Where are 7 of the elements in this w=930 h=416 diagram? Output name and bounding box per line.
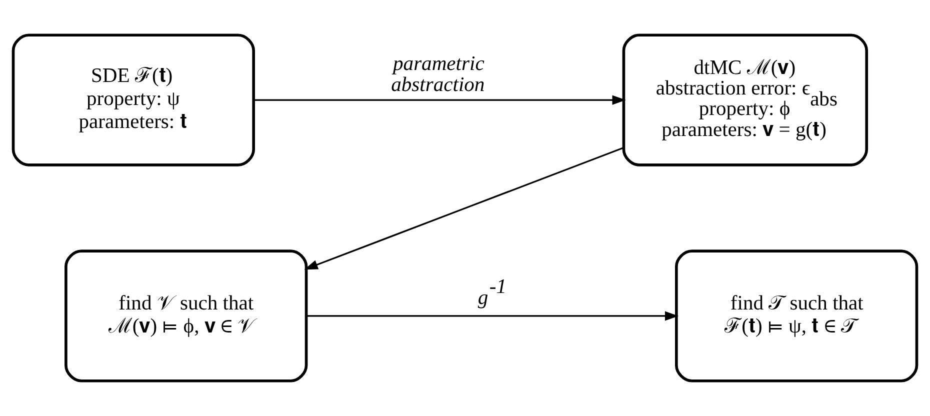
node-box: find 𝒯 such that ℱ(𝐭) ⊨ ψ, 𝐭 ∈ 𝒯	[675, 250, 918, 382]
arrow	[304, 146, 624, 270]
node-box: SDE ℱ(𝐭) property: ψ parameters: 𝐭	[12, 34, 255, 166]
node-box: find 𝒱 such that ℳ(𝐯) ⊨ ϕ, 𝐯 ∈ 𝒱	[64, 250, 308, 382]
arrow	[306, 311, 679, 321]
arrow	[254, 95, 626, 105]
edge-label: parametric abstraction	[391, 53, 485, 96]
